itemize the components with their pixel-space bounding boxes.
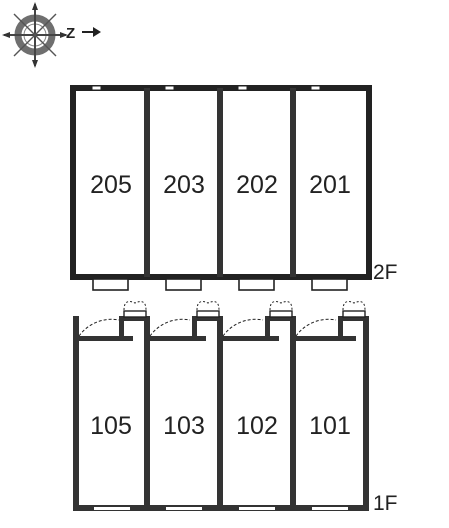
unit-number: 105 xyxy=(90,412,132,440)
front-wall xyxy=(119,316,150,321)
floor-1f: 105 103 102 101 xyxy=(73,301,369,511)
door-swing xyxy=(123,301,147,311)
front-wall xyxy=(338,316,369,321)
door xyxy=(196,310,220,318)
window xyxy=(310,85,321,91)
entrance-wall xyxy=(119,316,124,341)
unit-number: 205 xyxy=(90,171,132,199)
entrance-wall xyxy=(79,336,133,341)
entrance-wall xyxy=(338,316,343,341)
window xyxy=(239,507,275,510)
partition-wall xyxy=(290,320,296,511)
floor-2f: 205 203 202 201 xyxy=(70,85,372,291)
entrance-wall xyxy=(223,336,279,341)
balcony xyxy=(238,278,275,291)
window xyxy=(166,507,202,510)
balcony xyxy=(165,278,202,291)
unit-number: 101 xyxy=(309,412,351,440)
door-swing xyxy=(342,301,366,311)
exterior-wall xyxy=(363,320,369,511)
entrance-wall xyxy=(296,336,356,341)
unit-number: 201 xyxy=(309,171,351,199)
window xyxy=(91,85,102,91)
door-swing xyxy=(149,318,191,337)
door-swing xyxy=(222,318,264,337)
door-swing xyxy=(295,318,337,337)
compass-letter: Z xyxy=(66,25,75,42)
door xyxy=(342,310,366,318)
compass-rose-icon xyxy=(2,2,68,68)
partition-wall xyxy=(217,88,223,277)
balcony xyxy=(311,278,348,291)
door-swing xyxy=(196,301,220,311)
door xyxy=(269,310,293,318)
door xyxy=(123,310,147,318)
floor-label-1f: 1F xyxy=(373,492,398,515)
entrance-wall xyxy=(150,336,206,341)
window xyxy=(94,507,130,510)
partition-wall xyxy=(144,88,150,277)
entrance-wall xyxy=(192,316,197,341)
front-wall xyxy=(192,316,223,321)
north-arrow-icon xyxy=(82,27,101,37)
partition-wall xyxy=(290,88,296,277)
exterior-wall xyxy=(73,316,79,511)
front-wall xyxy=(265,316,296,321)
window xyxy=(312,507,348,510)
balcony xyxy=(92,278,129,291)
unit-number: 103 xyxy=(163,412,205,440)
door-swing xyxy=(269,301,293,311)
partition-wall xyxy=(217,320,223,511)
unit-number: 202 xyxy=(236,171,278,199)
window xyxy=(164,85,175,91)
partition-wall xyxy=(144,320,150,511)
door-swing xyxy=(78,318,120,337)
unit-number: 102 xyxy=(236,412,278,440)
floor-label-2f: 2F xyxy=(373,261,398,284)
window xyxy=(237,85,248,91)
entrance-wall xyxy=(265,316,270,341)
unit-number: 203 xyxy=(163,171,205,199)
